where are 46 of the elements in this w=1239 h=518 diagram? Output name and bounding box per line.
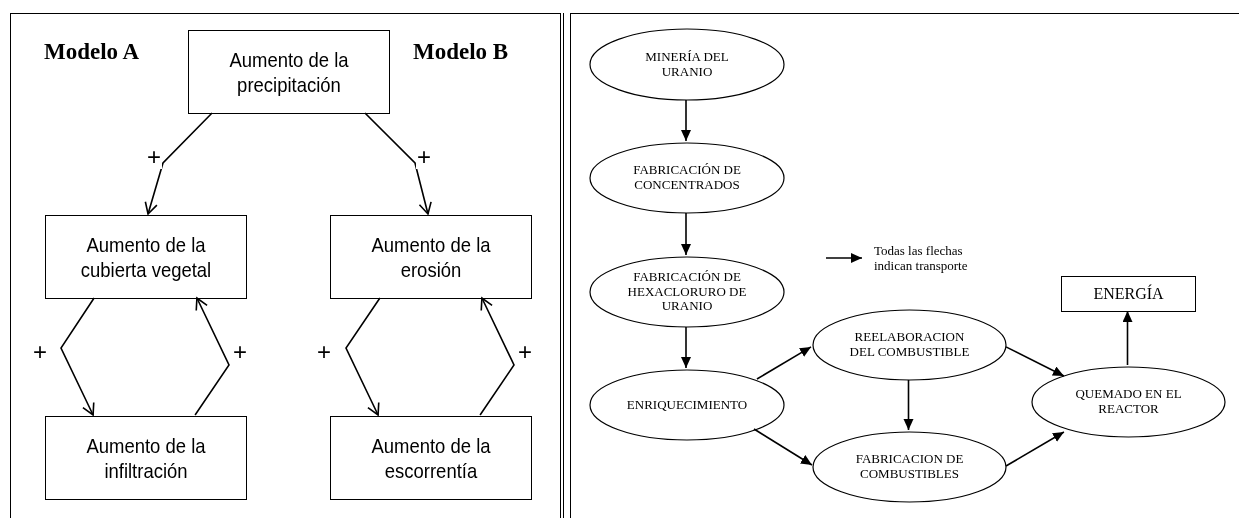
process-ellipse bbox=[589, 142, 785, 214]
process-box bbox=[188, 30, 390, 114]
node-text: ENRIQUECIMIENTO bbox=[626, 397, 748, 413]
process-ellipse bbox=[589, 369, 785, 441]
arrow bbox=[1122, 310, 1133, 366]
node-text: MINERÍA DEL URANIO bbox=[644, 49, 730, 80]
arrow bbox=[1005, 431, 1065, 467]
arrow bbox=[681, 326, 691, 369]
process-ellipse bbox=[1031, 366, 1226, 438]
process-ellipse bbox=[589, 256, 785, 328]
process-box bbox=[45, 215, 247, 299]
node-text: Aumento de la precipitación bbox=[228, 46, 350, 98]
model-label: Modelo A bbox=[44, 40, 140, 63]
node-text: Aumento de la escorrentía bbox=[370, 432, 492, 484]
node-text: REELABORACION DEL COMBUSTIBLE bbox=[848, 330, 971, 360]
model-label: Modelo B bbox=[413, 40, 509, 63]
arrow bbox=[194, 297, 230, 416]
node-text: Aumento de la cubierta vegetal bbox=[79, 231, 213, 283]
arrow bbox=[345, 297, 381, 416]
arrow bbox=[479, 297, 515, 416]
arrow bbox=[144, 112, 213, 215]
process-ellipse bbox=[589, 28, 785, 101]
process-box bbox=[330, 215, 532, 299]
process-box bbox=[330, 416, 532, 500]
arrow bbox=[364, 112, 432, 215]
node-text: FABRICACIÓN DE HEXACLORURO DE URANIO bbox=[626, 269, 748, 315]
arrow bbox=[756, 346, 812, 380]
node-text: ENERGÍA bbox=[1093, 284, 1164, 304]
arrow bbox=[753, 428, 813, 466]
arrow bbox=[1005, 346, 1065, 377]
process-ellipse bbox=[812, 431, 1007, 503]
node-text: Aumento de la erosión bbox=[370, 231, 492, 283]
legend-text: Todas las flechas indican transporte bbox=[874, 244, 969, 274]
panel-frame bbox=[570, 13, 1239, 518]
node-text: QUEMADO EN EL REACTOR bbox=[1074, 387, 1183, 417]
node-text: Aumento de la infiltración bbox=[85, 432, 207, 484]
process-box bbox=[45, 416, 247, 500]
process-ellipse bbox=[812, 309, 1007, 381]
arrow bbox=[681, 99, 691, 142]
arrow bbox=[60, 297, 95, 416]
node-text: FABRICACION DE COMBUSTIBLES bbox=[854, 452, 965, 482]
arrow bbox=[681, 212, 691, 256]
panel-frame bbox=[10, 13, 561, 518]
node-text: FABRICACIÓN DE CONCENTRADOS bbox=[632, 163, 742, 193]
arrow bbox=[903, 379, 914, 431]
process-box bbox=[1061, 276, 1196, 312]
